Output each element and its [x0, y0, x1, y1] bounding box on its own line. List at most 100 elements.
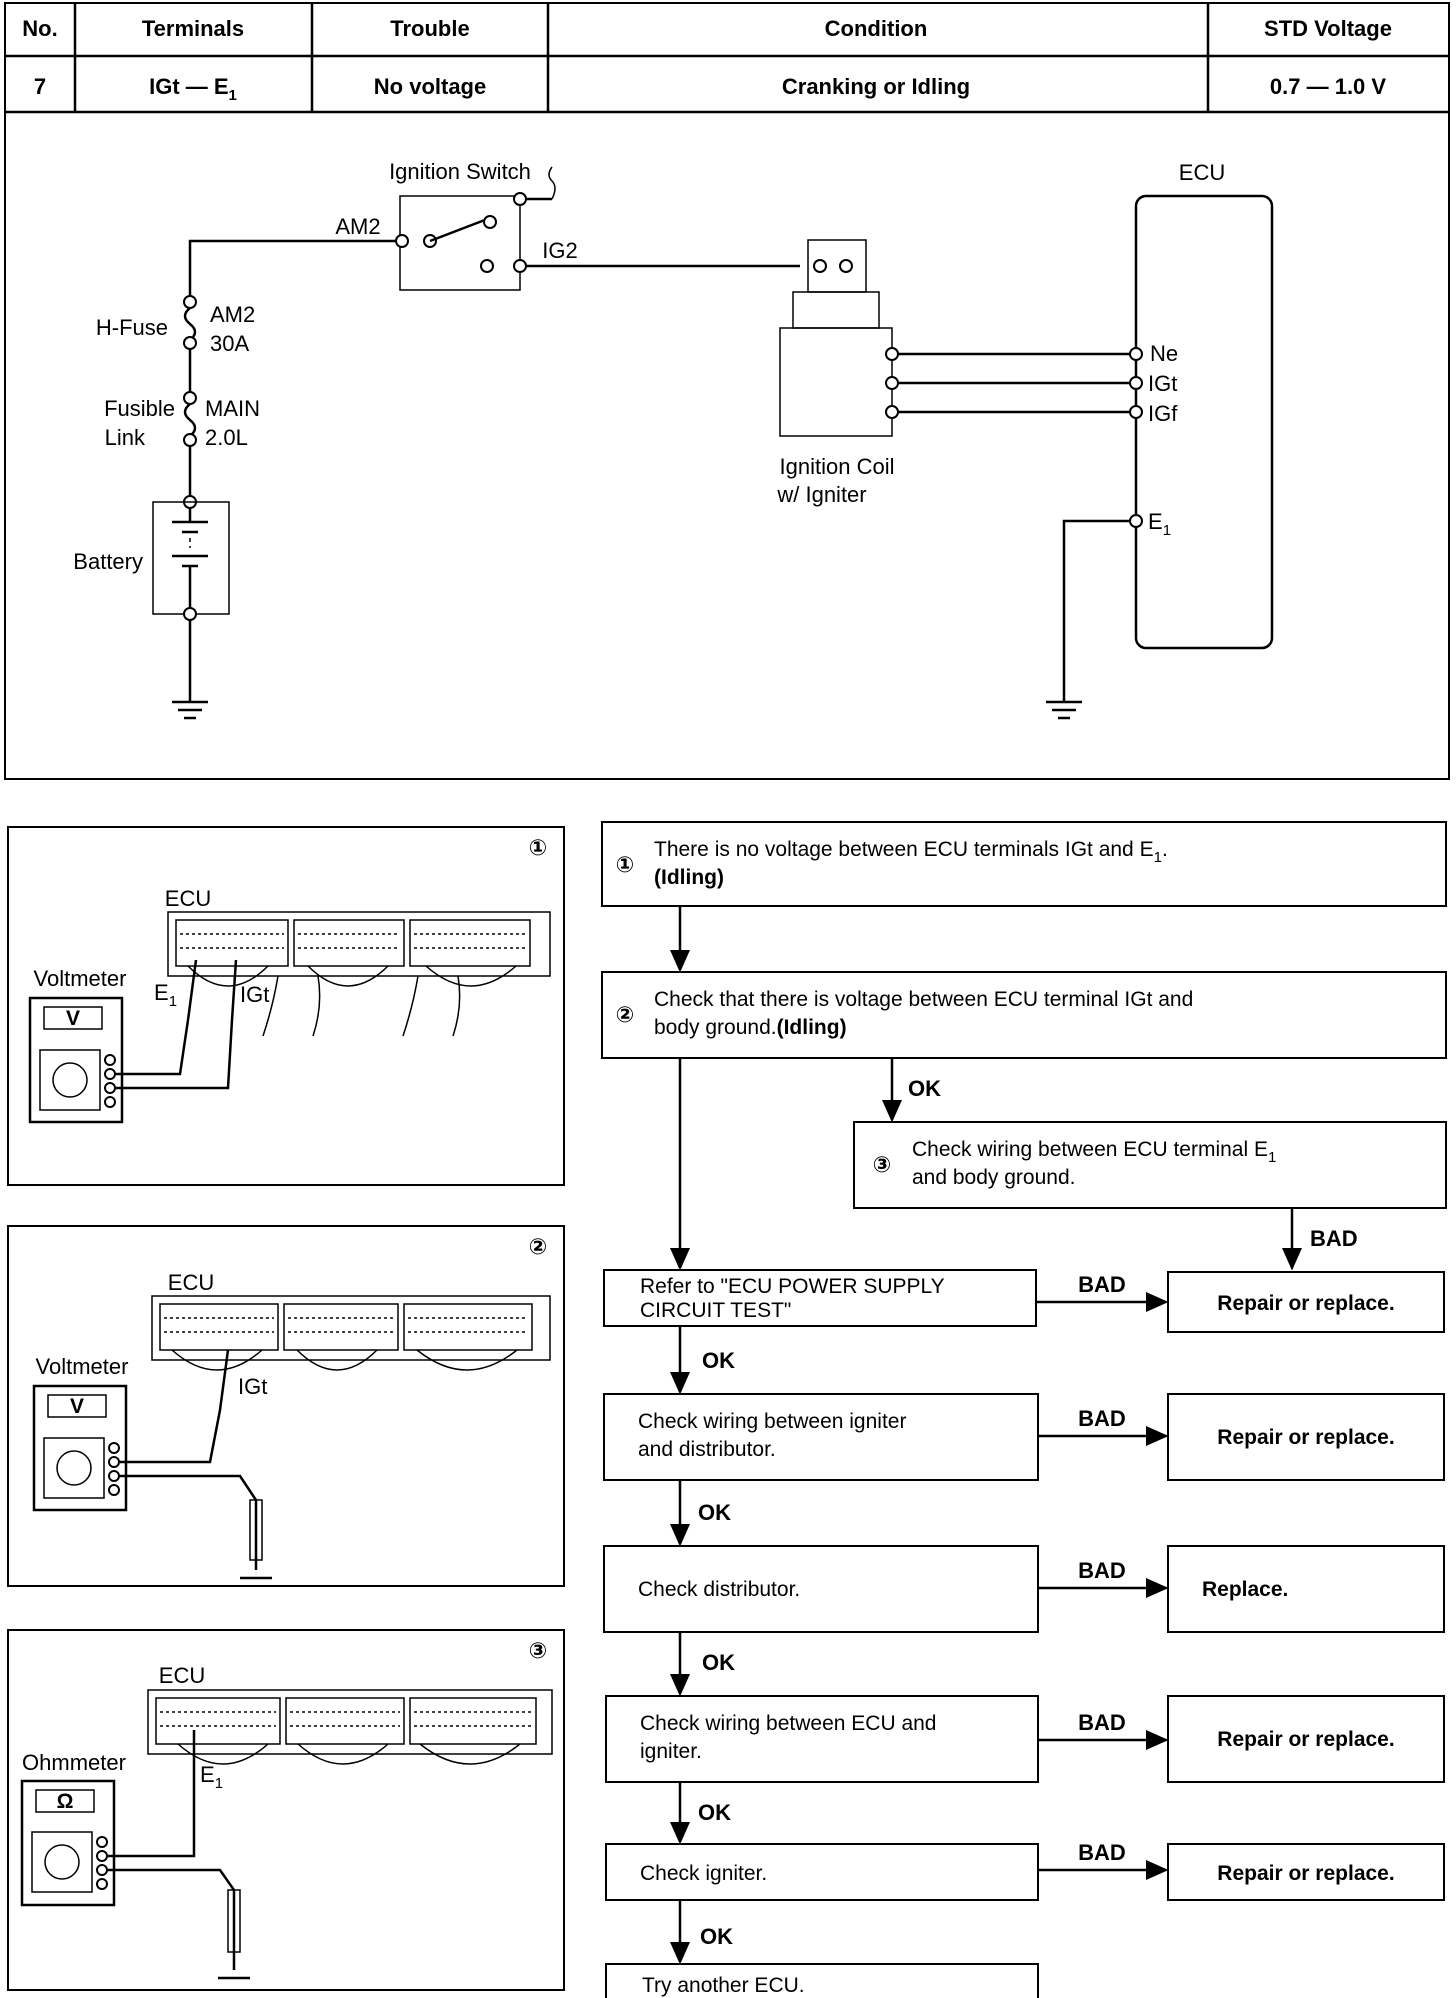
igt-label: IGt	[1148, 371, 1177, 396]
am2-wire	[188, 239, 396, 300]
fusible-link-symbol	[183, 403, 197, 437]
panel-3-meter-label: Ohmmeter	[22, 1750, 126, 1775]
header-condition: Condition	[825, 16, 928, 41]
repair-box-3	[1167, 1695, 1445, 1783]
test-panel-2: ② ECU Voltmeter V	[7, 1225, 565, 1587]
troubleshooting-flowchart: ① There is no voltage between ECU termin…	[601, 821, 1447, 1998]
repair-text-2: Repair or replace.	[1217, 1426, 1394, 1449]
ecu-box	[1134, 194, 1274, 650]
panel-2-meter-label: Voltmeter	[36, 1354, 129, 1379]
e1-ground-wire	[1062, 519, 1130, 702]
check-distributor-text: Check distributor.	[638, 1578, 800, 1601]
circuit-diagram: Ignition Switch AM2 IG2 H-Fuse AM2 30A F…	[73, 159, 1274, 720]
header-terminals: Terminals	[142, 16, 244, 41]
repair-text-3: Repair or replace.	[1217, 1728, 1394, 1751]
voltmeter-icon: V	[28, 996, 124, 1124]
coil-label-2: w/ Igniter	[776, 482, 866, 507]
check-ecu-igniter-box	[605, 1695, 1039, 1783]
replace-text: Replace.	[1202, 1578, 1288, 1601]
cell-terminals: IGt — E1	[149, 74, 237, 104]
step-3-box	[853, 1121, 1447, 1209]
header-no: No.	[22, 16, 57, 41]
panel-2-number: ②	[529, 1234, 548, 1259]
replace-box	[1167, 1545, 1445, 1633]
probe-lead-ground	[120, 1474, 258, 1570]
step-1-number: ①	[616, 852, 635, 877]
probe-lead-e1	[116, 959, 198, 1076]
step-2-box	[601, 971, 1447, 1059]
header-std-voltage: STD Voltage	[1264, 16, 1392, 41]
check-ecu-igniter-line1: Check wiring between ECU and	[640, 1712, 936, 1735]
check-igniter-distributor-line1: Check wiring between igniter	[638, 1410, 906, 1433]
svg-text:V: V	[66, 1007, 80, 1030]
probe-lead-e1	[108, 1730, 196, 1858]
test-panel-3: ③ ECU Ohmmeter Ω	[7, 1629, 565, 1991]
bad-label-ecu-igniter: BAD	[1078, 1710, 1126, 1735]
probe-lead-igt	[120, 1349, 230, 1464]
test-panel-1: ① ECU Voltmeter V	[7, 826, 565, 1186]
fusible-rating-2: 2.0L	[205, 425, 248, 450]
step-1-box	[601, 821, 1447, 907]
switch-blade	[429, 216, 491, 243]
repair-text-4: Repair or replace.	[1217, 1862, 1394, 1885]
refer-text-line1: Refer to "ECU POWER SUPPLY	[640, 1275, 945, 1298]
check-igniter-box	[605, 1843, 1039, 1901]
bad-label-refer: BAD	[1078, 1272, 1126, 1297]
ok-label-refer: OK	[702, 1348, 735, 1373]
break-mark	[548, 166, 556, 200]
refer-box	[603, 1269, 1037, 1327]
fusible-rating-1: MAIN	[205, 396, 260, 421]
panel-1-meter-label: Voltmeter	[34, 966, 127, 991]
bad-label-distributor: BAD	[1078, 1558, 1126, 1583]
ecu-label: ECU	[1179, 160, 1225, 185]
ohmmeter-icon: Ω	[20, 1779, 116, 1907]
ok-label-distributor: OK	[702, 1650, 735, 1675]
ecu-connector-block	[147, 1689, 553, 1765]
check-igniter-distributor-line2: and distributor.	[638, 1438, 776, 1461]
step-1-text-line2: (Idling)	[654, 866, 724, 889]
cell-trouble: No voltage	[374, 74, 486, 99]
panel-1-number: ①	[529, 835, 548, 860]
fusible-link-label-2: Link	[105, 425, 146, 450]
probe-lead-igt	[116, 959, 238, 1090]
panel-1-probe-b: IGt	[240, 982, 269, 1007]
svg-text:Ω: Ω	[57, 1790, 74, 1813]
h-fuse-rating-1: AM2	[210, 302, 255, 327]
panel-3-number: ③	[529, 1638, 548, 1663]
repair-text-1: Repair or replace.	[1217, 1292, 1394, 1315]
igf-label: IGf	[1148, 401, 1178, 426]
ground-probe	[249, 1499, 263, 1561]
panel-3-probe-a: E1	[200, 1762, 223, 1792]
coil-label-1: Ignition Coil	[780, 454, 895, 479]
repair-box-4	[1167, 1843, 1445, 1901]
bad-label-igniter-distributor: BAD	[1078, 1406, 1126, 1431]
ignition-switch-label: Ignition Switch	[389, 159, 531, 184]
probe-lead-ground	[108, 1868, 236, 1970]
panel-3-ecu-label: ECU	[159, 1663, 205, 1688]
h-fuse-label: H-Fuse	[96, 315, 168, 340]
step-3-number: ③	[873, 1152, 892, 1177]
refer-text-line2: CIRCUIT TEST"	[640, 1299, 791, 1322]
fusible-link-label-1: Fusible	[104, 396, 175, 421]
step-2-text-line1: Check that there is voltage between ECU …	[654, 988, 1193, 1011]
bad-label-3: BAD	[1310, 1226, 1358, 1251]
h-fuse-symbol	[183, 307, 197, 341]
ok-label-igniter-distributor: OK	[698, 1500, 731, 1525]
try-ecu-text: Try another ECU.	[642, 1974, 805, 1997]
am2-label: AM2	[335, 214, 380, 239]
voltmeter-icon: V	[32, 1384, 128, 1512]
bad-label-igniter: BAD	[1078, 1840, 1126, 1865]
battery-symbol	[172, 508, 208, 608]
ground-symbol-right	[1046, 700, 1082, 720]
panel-2-ecu-label: ECU	[168, 1270, 214, 1295]
ok-label-ecu-igniter: OK	[698, 1800, 731, 1825]
ground-symbol-left	[172, 700, 208, 720]
step-3-text-line1: Check wiring between ECU terminal E1	[912, 1138, 1276, 1166]
step-3-text-line2: and body ground.	[912, 1166, 1075, 1189]
ignition-coil-igniter	[779, 239, 899, 437]
try-ecu-box	[605, 1963, 1039, 1998]
spec-table: No. Terminals Trouble Condition STD Volt…	[4, 2, 1450, 780]
check-igniter-text: Check igniter.	[640, 1862, 767, 1885]
top-frame	[4, 2, 1450, 780]
